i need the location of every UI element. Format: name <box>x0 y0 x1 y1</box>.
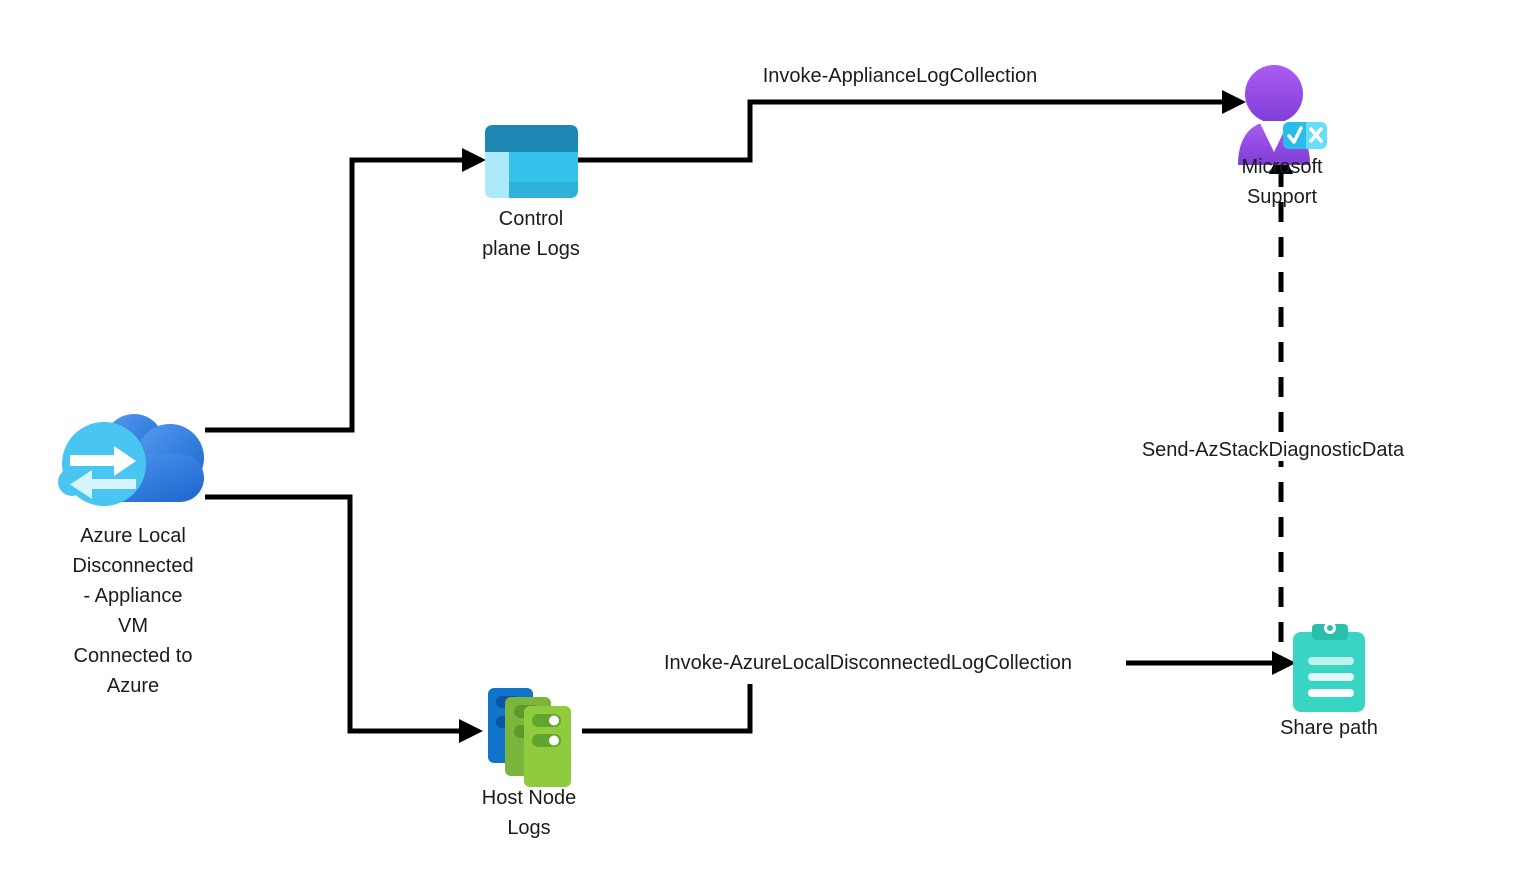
window-logs-icon <box>485 125 578 198</box>
connector-control-plane-to-support <box>578 99 1224 163</box>
connected-cloud-icon <box>58 414 204 506</box>
collar-notch <box>1259 121 1289 152</box>
share-path-label: Share path <box>1254 713 1404 743</box>
host-node-label-line: Host Node <box>481 787 577 809</box>
microsoft-support-label: Microsoft Support <box>1212 152 1352 212</box>
control-plane-label: Control plane Logs <box>458 204 604 264</box>
connector-cloud-to-host-node <box>205 494 461 734</box>
azure-local-label-line: Connected to <box>73 645 193 667</box>
check-icon <box>1287 126 1303 144</box>
sync-arrow-right <box>70 446 136 476</box>
sync-arrow-left <box>70 470 136 499</box>
invoke-appliance-log-collection-label: Invoke-ApplianceLogCollection <box>740 63 1060 89</box>
command-text: Invoke-ApplianceLogCollection <box>762 65 1038 87</box>
connector-cloud-to-control-plane <box>205 157 464 433</box>
arrowhead-into-share-path <box>1272 651 1296 675</box>
connector-host-node-to-label <box>582 684 753 734</box>
send-azstack-diagnostic-data-label: Send-AzStackDiagnosticData <box>1118 437 1428 463</box>
arrowhead-into-support <box>1222 90 1246 114</box>
azure-local-label-line: Azure Local <box>80 525 186 547</box>
clipboard-icon <box>1293 622 1365 712</box>
microsoft-support-label-line: Microsoft <box>1241 156 1323 178</box>
command-text: Send-AzStackDiagnosticData <box>1137 439 1409 461</box>
azure-local-label-line: - Appliance <box>83 585 183 607</box>
azure-local-label-line: Azure <box>106 675 160 697</box>
control-plane-label-line: Control <box>498 208 564 230</box>
share-path-label-line: Share path <box>1280 717 1378 739</box>
host-node-label-line: Logs <box>507 817 551 839</box>
microsoft-support-label-line: Support <box>1246 186 1318 208</box>
host-node-label: Host Node Logs <box>454 783 604 843</box>
server-stack-icon <box>488 688 571 787</box>
invoke-azurelocal-disconnected-log-collection-label: Invoke-AzureLocalDisconnectedLogCollecti… <box>664 650 1072 676</box>
azure-local-label-line: Disconnected <box>72 555 194 577</box>
support-person-icon <box>1238 65 1327 165</box>
arrowhead-into-host-node <box>459 719 483 743</box>
azure-local-label-line: VM <box>118 615 148 637</box>
control-plane-label-line: plane Logs <box>482 238 580 260</box>
check-x-badge <box>1283 122 1327 149</box>
command-text: Invoke-AzureLocalDisconnectedLogCollecti… <box>664 652 1073 674</box>
arrowhead-into-control-plane <box>462 148 486 172</box>
x-icon <box>1309 127 1323 143</box>
azure-local-label: Azure Local Disconnected - Appliance VM … <box>38 521 228 701</box>
